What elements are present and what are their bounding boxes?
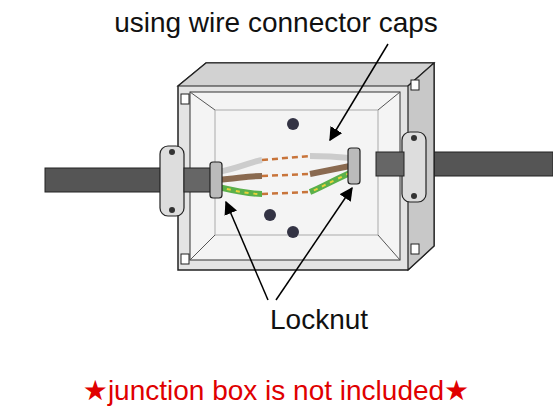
box-back-wall xyxy=(215,110,378,235)
note-text: ★junction box is not included★ xyxy=(83,376,469,407)
box-rim xyxy=(178,63,434,86)
locknut xyxy=(348,148,360,184)
callout-label: using wire connector caps xyxy=(114,8,438,39)
right-cable xyxy=(415,152,553,176)
part-label: Locknut xyxy=(270,305,368,336)
cable-clamp xyxy=(402,132,426,202)
wire xyxy=(310,156,350,158)
wire xyxy=(218,160,262,172)
locknut xyxy=(210,162,222,198)
wire xyxy=(218,187,262,194)
leader-arrow xyxy=(276,188,352,300)
copper-conductor xyxy=(262,156,310,194)
mounting-hole xyxy=(264,209,276,221)
box-outline xyxy=(178,63,434,270)
box-interior xyxy=(190,92,400,260)
leader-arrow xyxy=(226,202,268,300)
leader-arrow xyxy=(330,44,388,140)
mounting-hole xyxy=(287,118,299,130)
cable-clamp xyxy=(160,146,184,216)
mounting-hole xyxy=(287,226,299,238)
wire xyxy=(218,176,262,180)
wire xyxy=(310,173,350,192)
